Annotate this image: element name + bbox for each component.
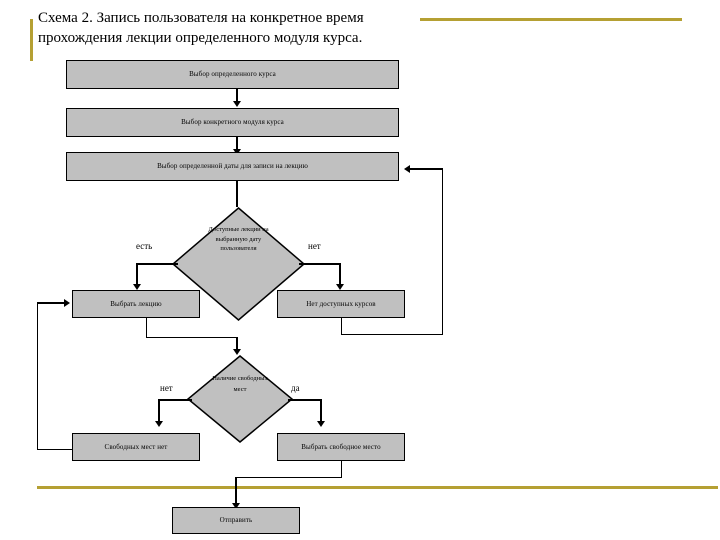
node-label: Выбор определенной даты для записи на ле… — [157, 162, 308, 170]
edge-d2-no-v — [158, 399, 160, 422]
edge-n5-n3-up — [442, 168, 443, 335]
edge-d2-no-h — [158, 399, 192, 401]
edge-label-d2-yes: да — [291, 383, 300, 393]
edge-n5-n3-top — [410, 168, 443, 170]
edge-d2-no-arrow — [155, 421, 163, 427]
edge-n3-d1-line — [236, 181, 238, 207]
node-label: Нет доступных курсов — [306, 299, 376, 308]
node-choose-lecture[interactable]: Выбрать лекцию — [72, 290, 200, 318]
edge-d1-yes-arrow — [133, 284, 141, 290]
node-no-seats[interactable]: Свободных мест нет — [72, 433, 200, 461]
edge-n7-n8-down — [341, 461, 342, 478]
decor-rule-bottom — [37, 486, 718, 489]
edge-d2-yes-h — [288, 399, 322, 401]
node-no-courses[interactable]: Нет доступных курсов — [277, 290, 405, 318]
edge-n7-n8-arrow — [232, 503, 240, 509]
edge-label-d2-no: нет — [160, 383, 173, 393]
node-choose-seat[interactable]: Выбрать свободное место — [277, 433, 405, 461]
node-select-date[interactable]: Выбор определенной даты для записи на ле… — [66, 152, 399, 181]
edge-n1-n2-line — [236, 89, 238, 102]
edge-n5-n3-down — [341, 318, 342, 335]
edge-n6-n4-arrow — [64, 299, 70, 307]
node-label: Наличие свободных мест — [212, 374, 268, 393]
edge-d2-yes-v — [320, 399, 322, 422]
edge-d2-yes-arrow — [317, 421, 325, 427]
diamond-shape — [172, 207, 305, 321]
edge-n4-d2-arrow — [233, 349, 241, 355]
edge-n6-n4-h-bottom — [37, 449, 73, 450]
node-label: Выбор конкретного модуля курса — [181, 118, 284, 126]
edge-n4-d2-down — [146, 318, 147, 338]
edge-n5-n3-bottom — [341, 334, 443, 335]
node-select-course[interactable]: Выбор определенного курса — [66, 60, 399, 89]
node-submit[interactable]: Отправить — [172, 507, 300, 534]
decision-seats-available[interactable]: Наличие свободных мест — [187, 355, 293, 443]
decor-rule-top — [420, 18, 682, 21]
decor-rule-left — [30, 19, 33, 61]
node-label: Выбрать свободное место — [301, 442, 381, 451]
edge-label-d1-yes: есть — [136, 241, 153, 251]
edge-d1-no-arrow — [336, 284, 344, 290]
node-label: Выбор определенного курса — [189, 70, 276, 78]
edge-d1-no-h — [299, 263, 341, 265]
node-label: Отправить — [219, 516, 253, 524]
edge-label-d1-no: нет — [308, 241, 321, 251]
diamond-shape — [187, 355, 293, 443]
decision-lectures-available[interactable]: Доступные лекции на выбранную дату польз… — [172, 207, 305, 321]
edge-n7-n8-v — [235, 477, 237, 504]
page-title: Схема 2. Запись пользователя на конкретн… — [38, 10, 364, 46]
edge-n4-d2-v — [236, 337, 238, 350]
edge-n7-n8-h — [236, 477, 342, 478]
edge-n5-n3-arrow — [404, 165, 410, 173]
node-label: Выбрать лекцию — [110, 299, 162, 308]
edge-d1-no-v — [339, 263, 341, 285]
edge-n2-n3-line — [236, 137, 238, 150]
edge-d1-yes-h — [136, 263, 178, 265]
edge-n4-d2-h — [146, 337, 237, 338]
edge-n6-n4-h-top — [37, 302, 65, 304]
node-label: Доступные лекции на выбранную дату польз… — [208, 226, 269, 253]
edge-n1-n2-arrow — [233, 101, 241, 107]
edge-d1-yes-v — [136, 263, 138, 285]
node-select-module[interactable]: Выбор конкретного модуля курса — [66, 108, 399, 137]
edge-n6-n4-v — [37, 303, 38, 450]
node-label: Свободных мест нет — [104, 442, 168, 451]
